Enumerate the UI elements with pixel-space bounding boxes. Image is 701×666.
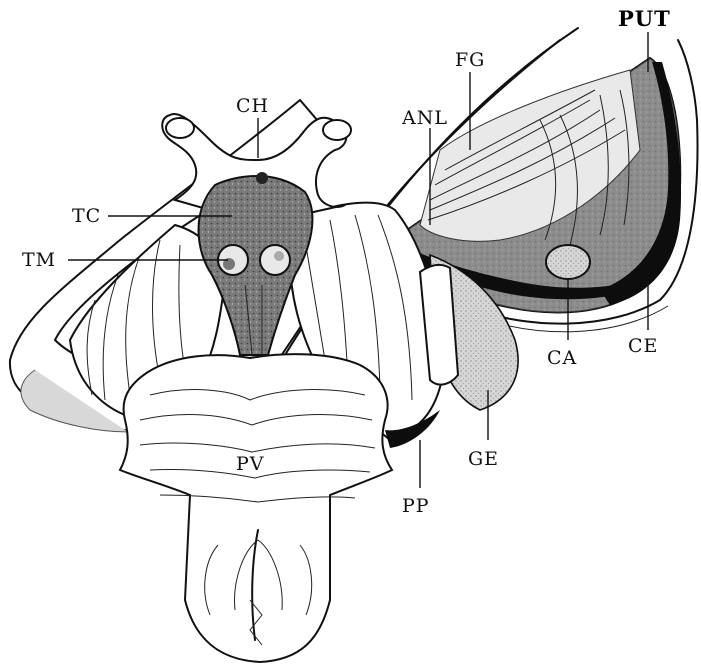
label-put: PUT	[618, 6, 671, 31]
label-tm: TM	[22, 249, 56, 271]
label-pv: PV	[236, 453, 265, 475]
label-pp: PP	[402, 495, 430, 517]
label-ca: CA	[547, 347, 577, 369]
label-ge: GE	[468, 448, 499, 470]
label-anl: ANL	[401, 107, 448, 129]
pons	[120, 354, 392, 662]
label-fg: FG	[455, 49, 485, 71]
label-ce: CE	[628, 335, 658, 357]
label-tc: TC	[72, 205, 101, 227]
ca-oval	[546, 245, 590, 279]
label-ch: CH	[236, 95, 269, 117]
